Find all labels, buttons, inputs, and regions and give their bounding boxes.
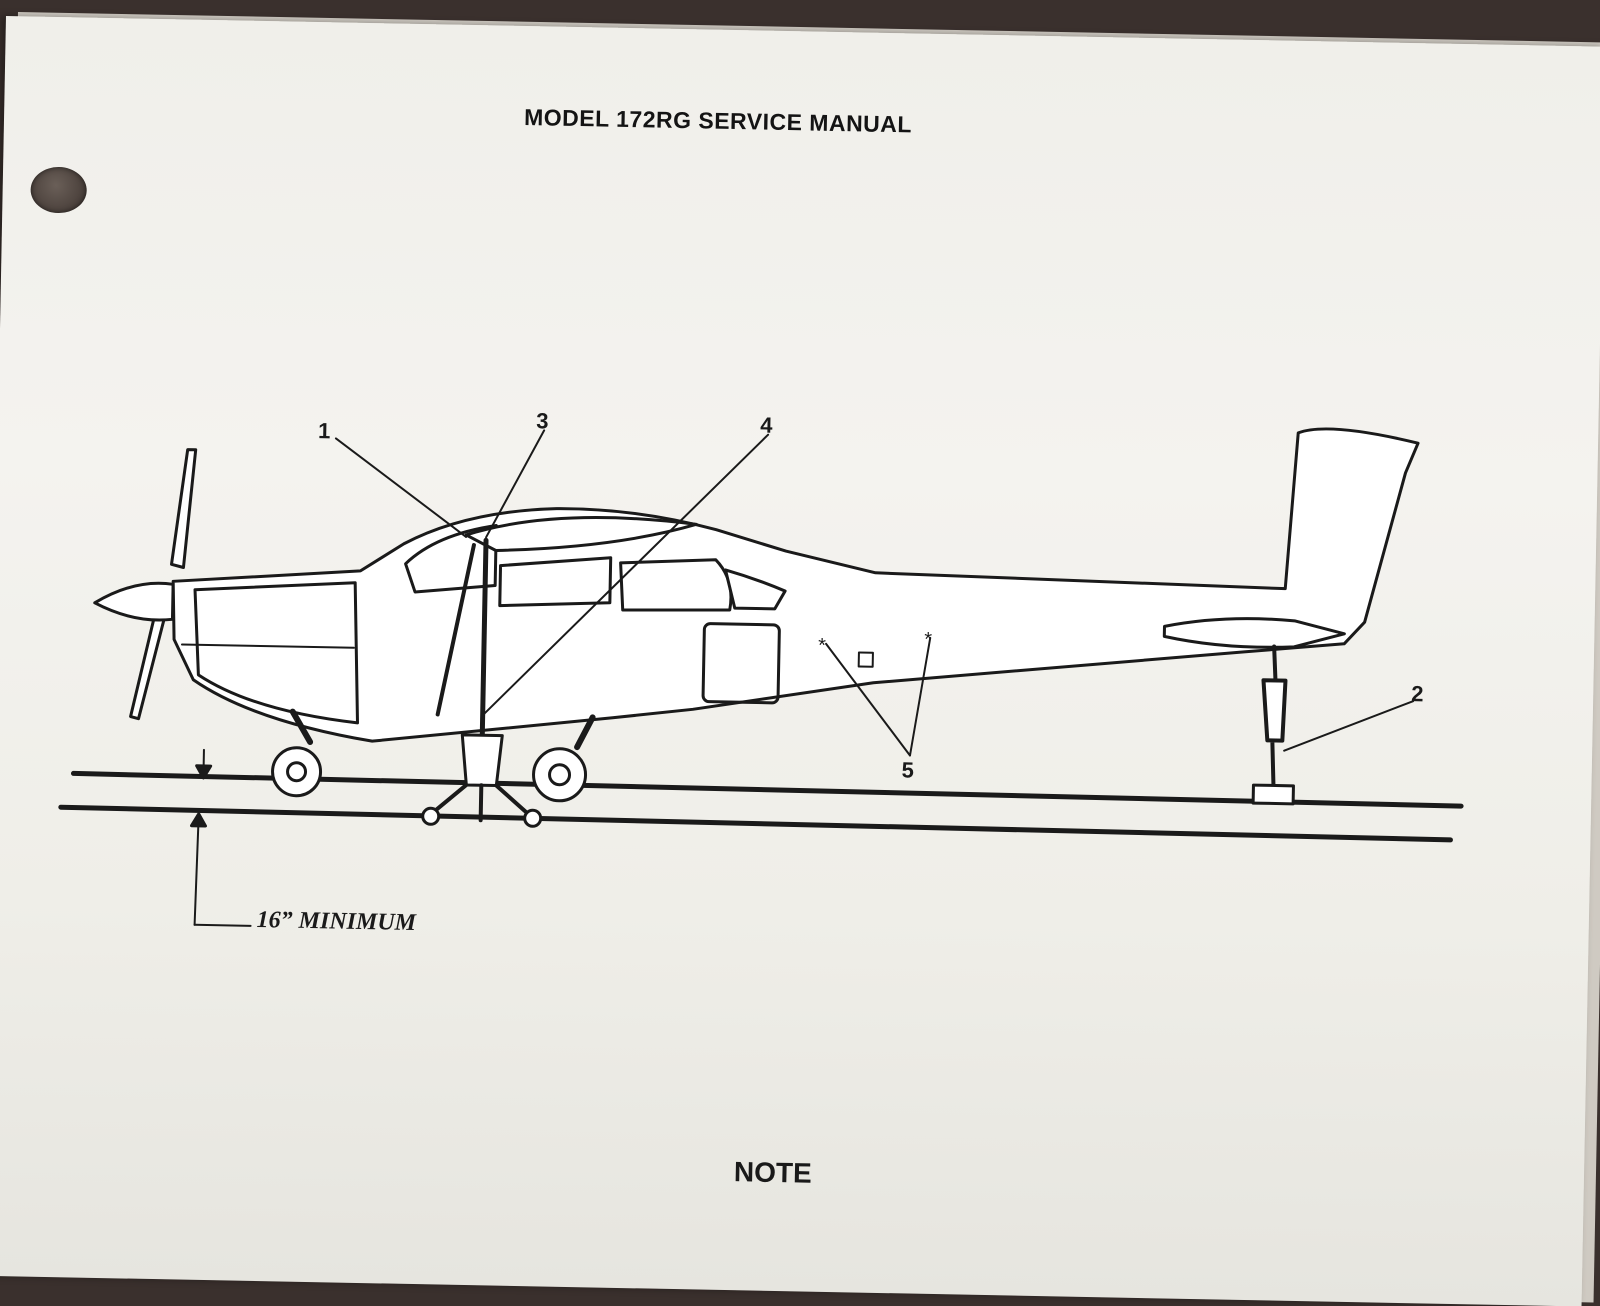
rear-window: [620, 558, 732, 612]
ground-line-lower: [61, 807, 1451, 840]
tail-stand-base: [1253, 785, 1293, 804]
callout-5: 5: [901, 757, 914, 783]
svg-text:*: *: [818, 635, 826, 657]
callout-4: 4: [760, 413, 773, 439]
callout-3: 3: [536, 408, 549, 434]
clearance-label: 16” MINIMUM: [256, 907, 416, 937]
note-heading: NOTE: [734, 1156, 812, 1189]
manual-page: MODEL 172RG SERVICE MANUAL: [0, 16, 1600, 1306]
svg-text:*: *: [924, 629, 932, 651]
main-wheel: [533, 748, 586, 801]
tail-tiedown: [1261, 646, 1286, 785]
clearance-arrow-bottom: [195, 816, 199, 925]
jack-base: [461, 735, 502, 786]
nose-wheel: [272, 747, 321, 796]
leader-2: [1284, 699, 1413, 753]
aircraft-jacking-diagram: * *: [0, 16, 1600, 1246]
callout-2: 2: [1411, 681, 1424, 707]
propeller-blade-bottom: [131, 607, 167, 720]
spinner: [94, 582, 173, 620]
front-window: [500, 556, 611, 608]
leader-1: [334, 438, 468, 537]
callout-1: 1: [318, 418, 331, 444]
propeller-blade-top: [171, 449, 195, 567]
